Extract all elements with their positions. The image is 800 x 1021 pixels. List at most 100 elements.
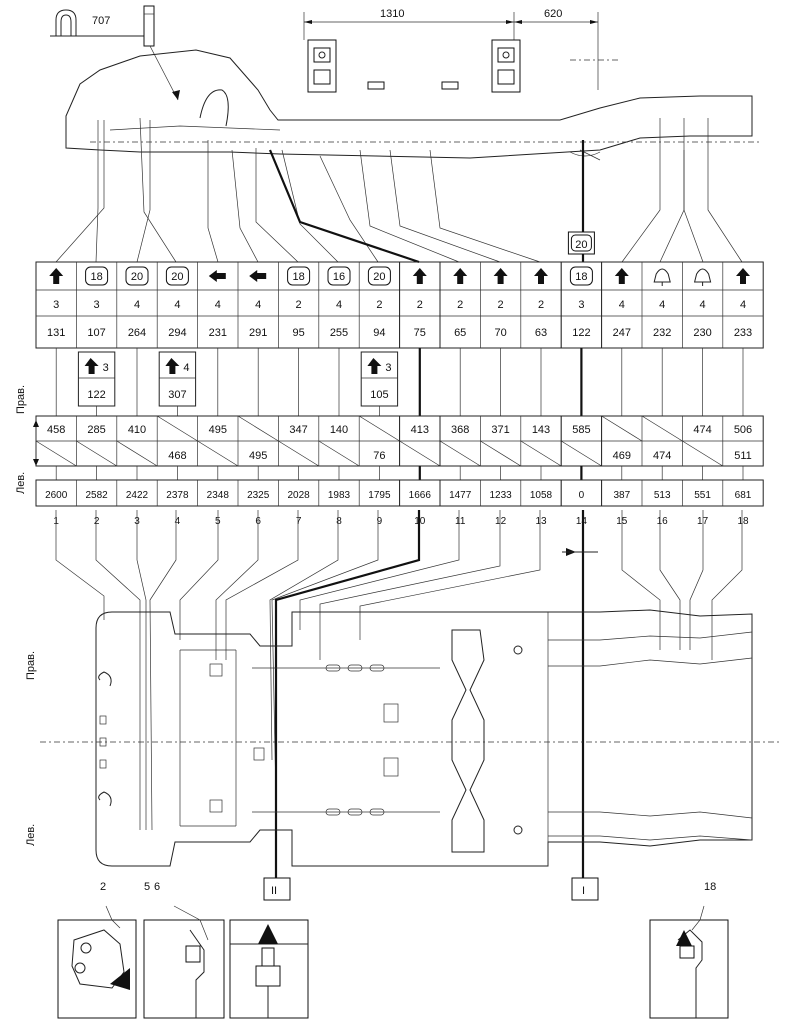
level-value: 2378 (166, 490, 189, 501)
level-value: 1666 (409, 490, 432, 501)
bottom-label-5: 5 (144, 881, 150, 893)
count-cell: 4 (174, 299, 180, 311)
hole-size-value: 16 (333, 271, 345, 283)
right-side-value: 347 (289, 424, 307, 436)
right-side-label-plan: Прав. (25, 651, 37, 680)
level-value: 551 (694, 490, 711, 501)
hole-size-value: 20 (171, 271, 183, 283)
marker-i-box (571, 877, 599, 901)
point-number: 8 (336, 516, 342, 527)
highlight-column (560, 479, 603, 507)
left-side-label-table: Лев. (15, 472, 27, 494)
empty-cell-slash (601, 415, 643, 442)
point-number: 1 (53, 516, 59, 527)
arrow-up-icon (367, 358, 382, 374)
left-side-value: 76 (373, 450, 385, 462)
arrow-left-icon (249, 270, 267, 282)
count-cell: 2 (457, 299, 463, 311)
sub-count: 3 (103, 362, 109, 374)
level-value: 387 (613, 490, 630, 501)
highlight-column (399, 479, 441, 507)
point-number: 14 (576, 516, 588, 527)
left-side-value: 469 (613, 450, 631, 462)
right-side-value: 413 (411, 424, 429, 436)
sub-count: 4 (183, 362, 189, 374)
right-side-value: 371 (491, 424, 509, 436)
empty-cell-slash (35, 440, 77, 467)
right-side-value: 410 (128, 424, 146, 436)
diameter-cell: 94 (373, 327, 385, 339)
mount-icon (693, 268, 712, 283)
side-view-body (65, 49, 760, 161)
point-number: 9 (377, 516, 383, 527)
right-side-value: 285 (87, 424, 105, 436)
level-value: 2600 (45, 490, 68, 501)
top-dimension (303, 12, 620, 90)
count-cell: 2 (296, 299, 302, 311)
point-number: 2 (94, 516, 100, 527)
count-cell: 4 (215, 299, 221, 311)
detail-views (57, 905, 729, 1019)
count-cell: 4 (255, 299, 261, 311)
left-side-value: 474 (653, 450, 671, 462)
sub-value: 105 (370, 389, 388, 401)
right-side-label-table: Прав. (15, 385, 27, 414)
arrow-up-icon (165, 358, 180, 374)
arrow-up-icon (412, 268, 427, 284)
empty-cell-slash (237, 415, 279, 442)
point-number: 18 (737, 516, 749, 527)
arrow-up-icon (534, 268, 548, 284)
underbody-plan-view (40, 548, 780, 867)
left-side-value: 468 (168, 450, 186, 462)
left-side-label-plan: Лев. (25, 824, 37, 846)
diameter-cell: 247 (613, 327, 631, 339)
diameter-cell: 95 (292, 327, 304, 339)
count-cell: 4 (659, 299, 665, 311)
right-side-value: 458 (47, 424, 65, 436)
empty-cell-slash (318, 440, 360, 467)
count-cell: 2 (376, 299, 382, 311)
right-side-value: 368 (451, 424, 469, 436)
empty-cell-slash (439, 440, 481, 467)
empty-cell-slash (197, 440, 239, 467)
arrow-up-icon (736, 268, 750, 284)
arrow-up-icon (614, 268, 629, 284)
diameter-cell: 75 (414, 327, 426, 339)
level-value: 1477 (449, 490, 472, 501)
level-value: 681 (735, 490, 752, 501)
level-value: 1058 (530, 490, 553, 501)
empty-cell-slash (278, 440, 319, 467)
icon-number-label: 707 (92, 15, 110, 27)
bottom-label-2: 2 (100, 881, 106, 893)
level-value: 2325 (247, 490, 270, 501)
point-number: 13 (535, 516, 547, 527)
right-side-value: 506 (734, 424, 752, 436)
diameter-cell: 231 (209, 327, 227, 339)
diameter-cell: 264 (128, 327, 146, 339)
clips-top (307, 39, 521, 93)
right-side-value: 140 (330, 424, 348, 436)
level-value: 2422 (126, 490, 149, 501)
hole-size-badge (165, 266, 189, 286)
hole-size-badge (569, 266, 593, 286)
empty-cell-slash (157, 415, 198, 442)
empty-cell-slash (520, 440, 562, 467)
count-cell: 4 (336, 299, 342, 311)
point-number: 12 (495, 516, 507, 527)
hole-size-badge (85, 266, 109, 286)
sub-value: 122 (87, 389, 105, 401)
right-side-value: 585 (572, 424, 590, 436)
leader-lines-bottom (55, 510, 743, 878)
right-side-value: 474 (693, 424, 711, 436)
bottom-label-18: 18 (704, 881, 716, 893)
sub-value: 307 (168, 389, 186, 401)
diameter-cell: 230 (693, 327, 711, 339)
hole-size-value: 20 (131, 271, 143, 283)
diameter-cell: 291 (249, 327, 267, 339)
diameter-cell: 131 (47, 327, 65, 339)
empty-cell-slash (561, 440, 602, 467)
count-cell: 3 (578, 299, 584, 311)
empty-cell-slash (399, 440, 441, 467)
arrow-up-icon (84, 358, 99, 374)
